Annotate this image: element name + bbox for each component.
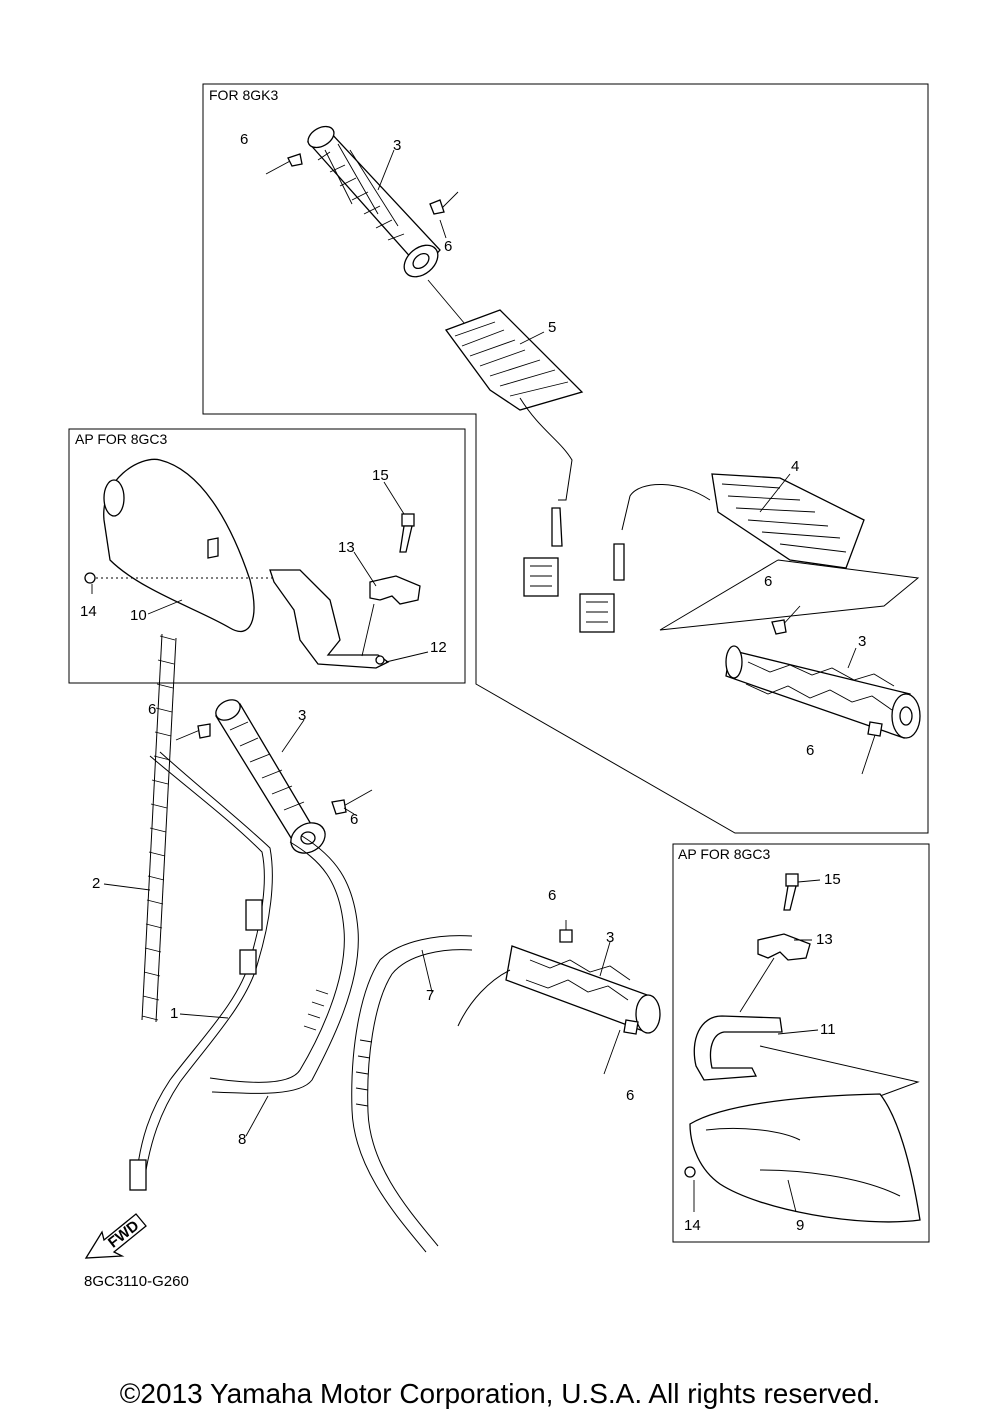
rivet-top-left — [265, 153, 303, 175]
heater-mount-plate — [659, 559, 920, 631]
ap-left-title: AP FOR 8GC3 — [75, 431, 168, 447]
leader-grip-to-heater — [427, 279, 471, 331]
rivet-center-upper — [559, 920, 573, 943]
screw-14-right — [684, 1166, 696, 1178]
spring-2 — [141, 633, 177, 1023]
callout-6: 6 — [148, 701, 156, 718]
callout-6: 6 — [764, 573, 772, 590]
clamp-13-right — [757, 933, 811, 961]
rivet-top-right — [429, 191, 459, 215]
callout-6: 6 — [350, 811, 358, 828]
bracket-11 — [693, 957, 783, 1081]
callout-1: 1 — [170, 1005, 178, 1022]
callout-3: 3 — [393, 137, 401, 154]
hose-7 — [351, 935, 473, 1253]
grip-top — [306, 125, 441, 278]
callout-15: 15 — [372, 467, 389, 484]
rivet-right-lower — [861, 721, 883, 775]
callout-6: 6 — [548, 887, 556, 904]
bolt-15-right — [783, 873, 799, 911]
ap-left-frame — [68, 428, 466, 684]
callout-15: 15 — [824, 871, 841, 888]
leader-lines — [91, 149, 857, 1213]
callout-10: 10 — [130, 607, 147, 624]
callout-12: 12 — [430, 639, 447, 656]
callout-13: 13 — [816, 931, 833, 948]
callout-8: 8 — [238, 1131, 246, 1148]
diagram-code: 8GC3110-G260 — [84, 1273, 189, 1290]
bolt-15-left — [399, 513, 415, 553]
callout-4: 4 — [791, 458, 799, 475]
grip-center — [457, 945, 661, 1034]
rivet-center-lower — [603, 1019, 639, 1075]
screw-14-left — [84, 572, 96, 584]
hose-8 — [209, 835, 359, 1094]
copyright-notice: ©2013 Yamaha Motor Corporation, U.S.A. A… — [119, 1378, 881, 1409]
throttle-cable-1 — [129, 751, 273, 1191]
grip-right-heated — [725, 645, 921, 739]
bracket-12 — [269, 569, 390, 669]
callout-3: 3 — [606, 929, 614, 946]
heater-element-5 — [444, 309, 584, 597]
ap-right-frame — [672, 843, 930, 1243]
callout-14: 14 — [80, 603, 97, 620]
callout-2: 2 — [92, 875, 100, 892]
ap-right-title: AP FOR 8GC3 — [678, 846, 771, 862]
hand-guard-10 — [103, 458, 255, 633]
callout-3: 3 — [298, 707, 306, 724]
callout-5: 5 — [548, 319, 556, 336]
callout-6: 6 — [444, 238, 452, 255]
callout-3: 3 — [858, 633, 866, 650]
hand-guard-9 — [689, 1093, 921, 1223]
for-8gk3-frame — [202, 83, 929, 834]
heater-element-4 — [579, 473, 865, 633]
callout-11: 11 — [820, 1021, 836, 1038]
clamp-13-left — [361, 575, 421, 657]
rivet-left-lower — [331, 789, 373, 815]
for-8gk3-title: FOR 8GK3 — [209, 87, 278, 103]
grip-left-throttle — [215, 699, 326, 854]
callout-13: 13 — [338, 539, 355, 556]
rivet-right-upper — [771, 605, 801, 635]
callout-7: 7 — [426, 987, 434, 1004]
callout-6: 6 — [626, 1087, 634, 1104]
callout-6: 6 — [806, 742, 814, 759]
callout-6: 6 — [240, 131, 248, 148]
fwd-arrow-icon: FWD — [84, 1213, 147, 1259]
rivet-left-upper — [175, 723, 211, 741]
callout-9: 9 — [796, 1217, 804, 1234]
callout-14: 14 — [684, 1217, 701, 1234]
